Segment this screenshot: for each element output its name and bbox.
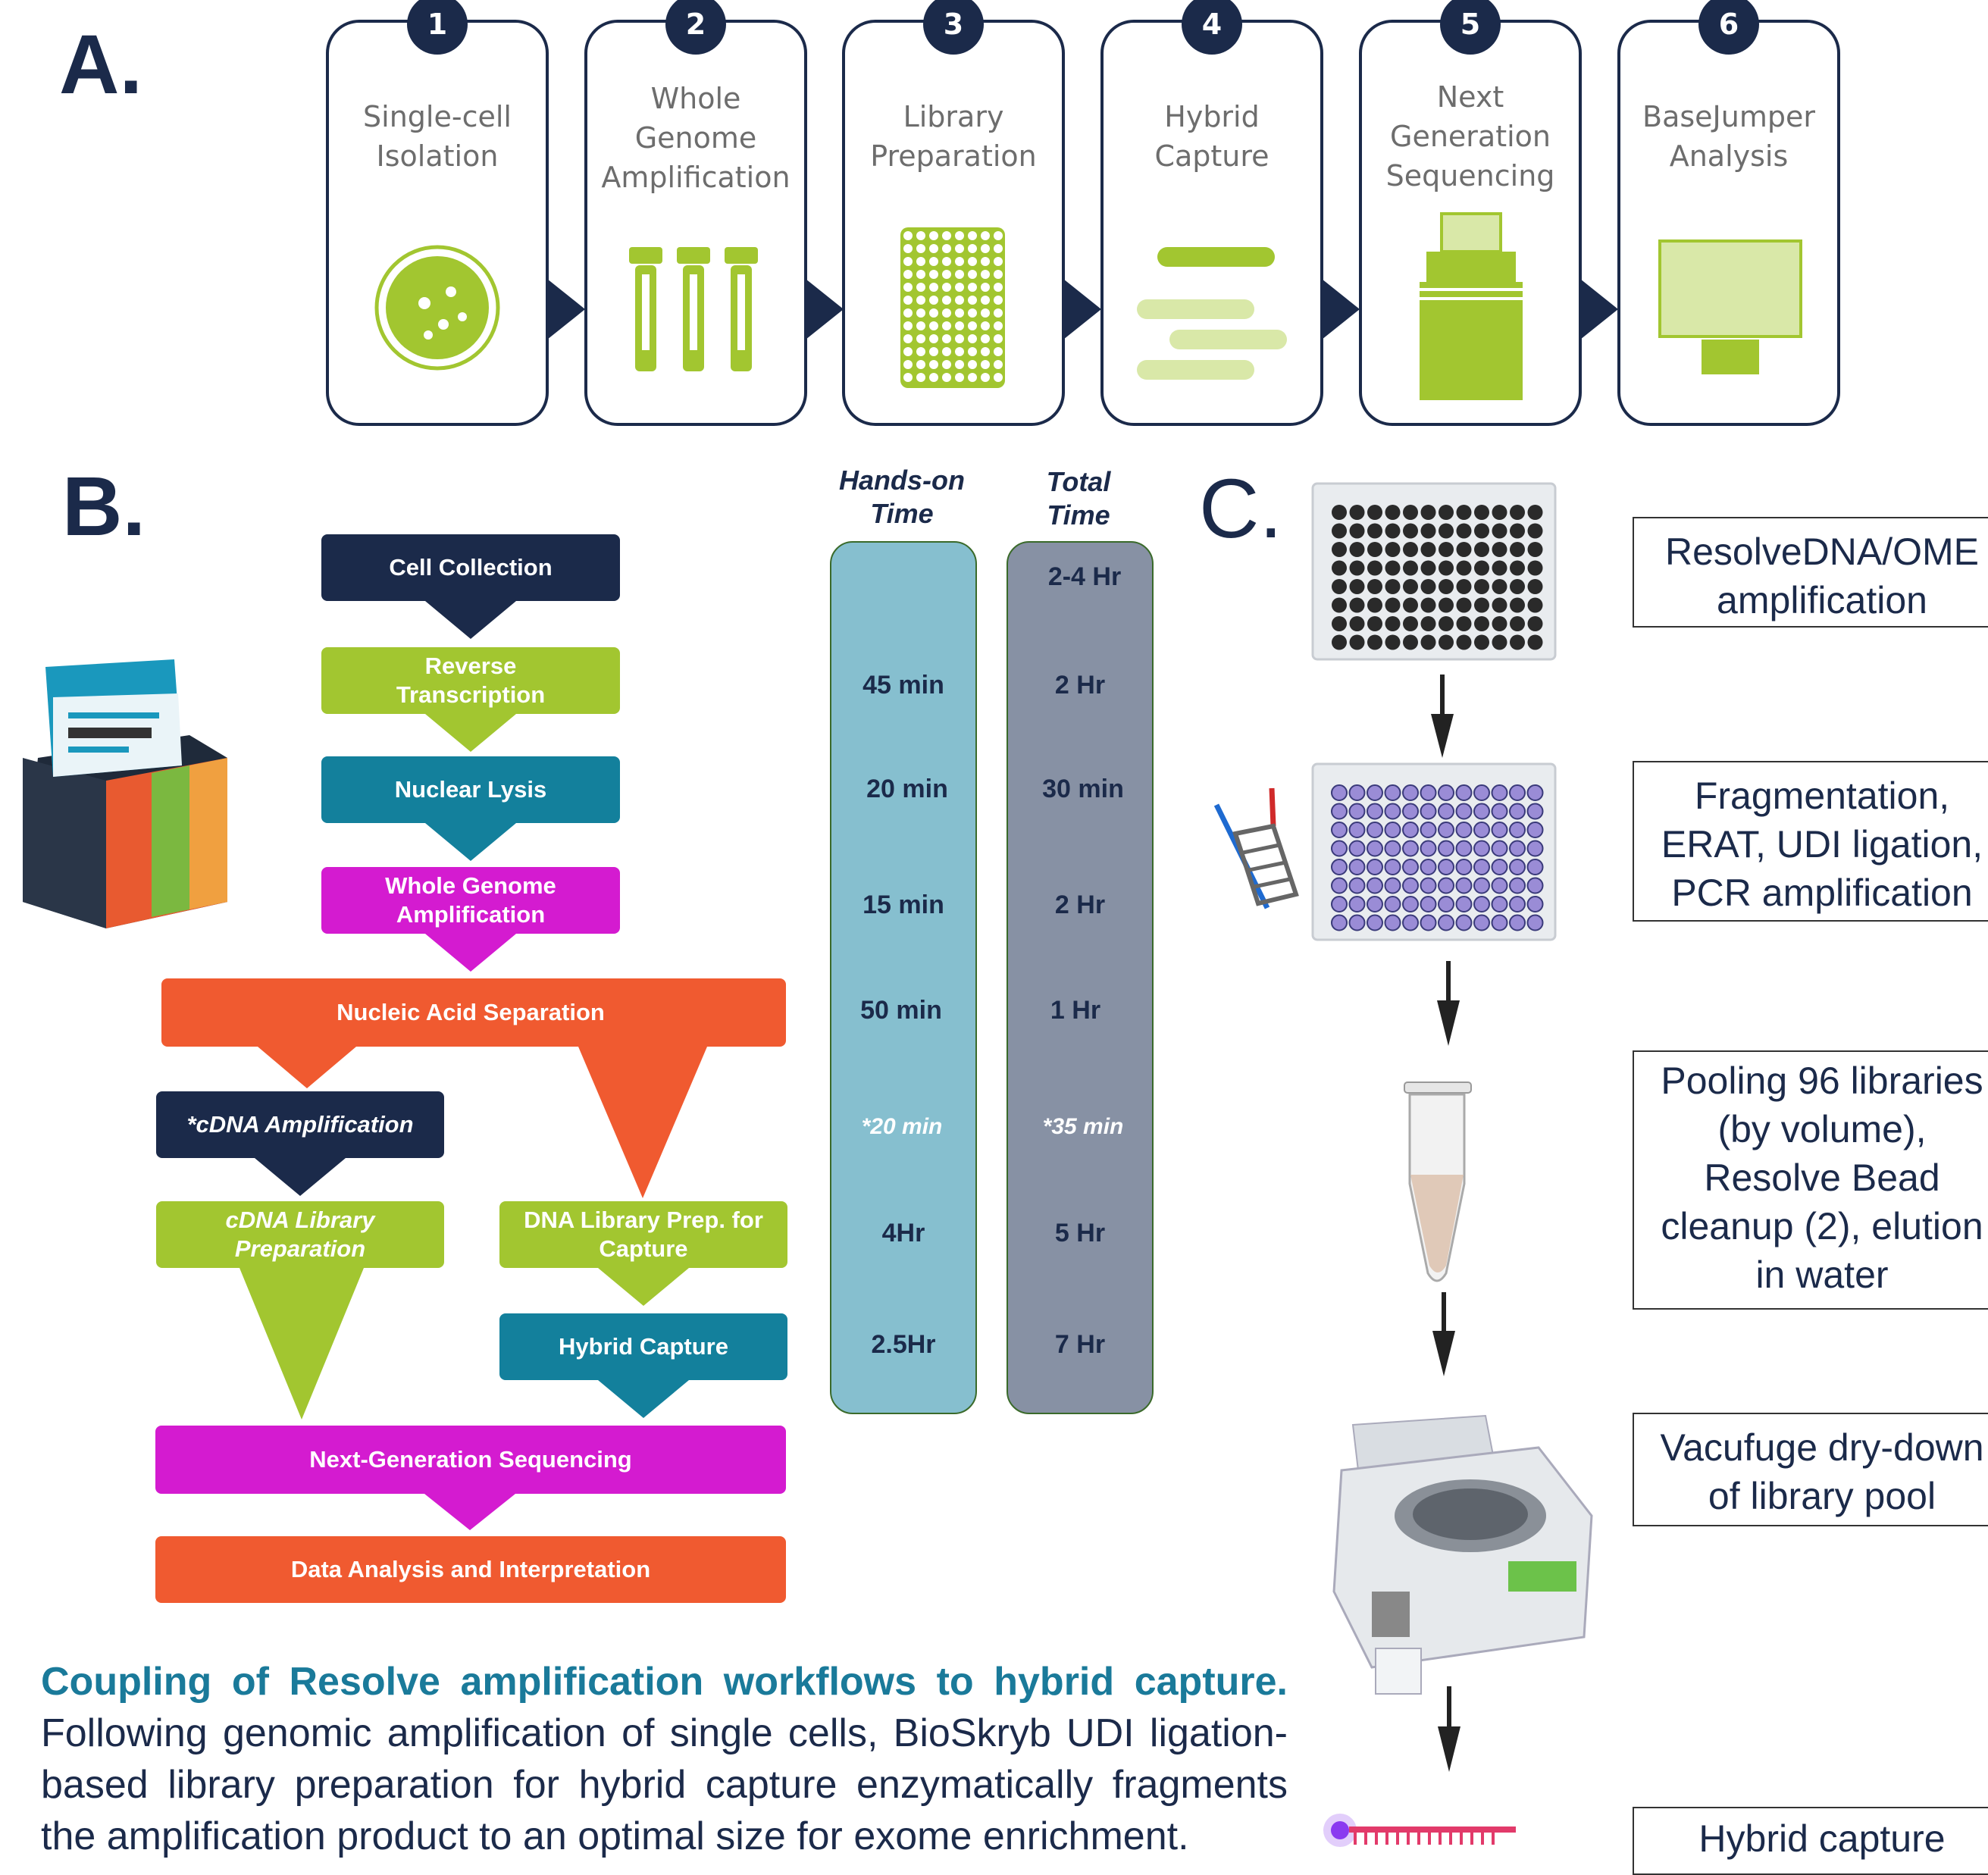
tubes-icon [629, 247, 758, 371]
step-label-4: Hybrid Capture [1154, 100, 1270, 173]
arrow-down-icon [1437, 961, 1460, 1046]
sequencer-icon [1420, 212, 1523, 400]
box-cell-collection: Cell Collection [389, 554, 553, 581]
multichannel-pipette-icon [1213, 787, 1299, 909]
cell-icon [374, 245, 500, 371]
box-hybrid-capture: Hybrid Capture [559, 1333, 728, 1360]
total-time-value: 2 Hr [1054, 671, 1106, 700]
total-time-value: 30 min [1042, 775, 1124, 803]
hands-on-time-value: 2.5Hr [871, 1330, 936, 1359]
total-time-value: 2-4 Hr [1047, 562, 1122, 591]
caption-body: Following genomic amplification of singl… [41, 1711, 1288, 1858]
step-box-hybrid-capture: Hybrid capture [1633, 1807, 1988, 1875]
box-cdna-amplification: *cDNA Amplification [186, 1111, 414, 1138]
box-nuclear-lysis: Nuclear Lysis [394, 776, 547, 803]
step-box-pooling: Pooling 96 libraries (by volume), Resolv… [1633, 1050, 1988, 1310]
hands-on-time-value: 4Hr [881, 1219, 925, 1247]
arrow-down-icon [1431, 675, 1454, 758]
step-box-resolve-amplification: ResolveDNA/OME amplification [1633, 517, 1988, 628]
hands-on-time-value: 20 min [866, 775, 948, 803]
box-dna-library-prep: DNA Library Prep. for Capture [524, 1207, 763, 1262]
hands-on-time-value: 50 min [860, 996, 942, 1025]
plate-icon [900, 227, 1005, 388]
vacufuge-icon [1332, 1414, 1593, 1695]
hands-on-time-value: 45 min [863, 671, 944, 700]
step-label-3: Library Preparation [870, 100, 1037, 173]
step-number-6: 6 [1718, 8, 1739, 41]
step-label-2: Whole Genome Amplification [601, 82, 791, 194]
panel-c-letter: C. [1199, 462, 1282, 556]
total-time-value: 7 Hr [1054, 1330, 1106, 1359]
capture-probe-icon [1323, 1814, 1516, 1847]
step-label-6: BaseJumper Analysis [1642, 100, 1815, 173]
hands-on-time-column [830, 541, 977, 1414]
hands-on-time-value: 15 min [863, 891, 944, 919]
box-next-generation-sequencing: Next-Generation Sequencing [309, 1446, 632, 1473]
arrow-5-6 [1580, 279, 1618, 340]
step-number-5: 5 [1460, 8, 1481, 41]
plate-96-dark-icon [1311, 482, 1557, 661]
arrow-2-3 [806, 279, 844, 340]
caption-title: Coupling of Resolve amplification workfl… [41, 1660, 1288, 1704]
workflow-flowchart [155, 534, 787, 1603]
total-time-value: *35 min [1042, 1114, 1124, 1139]
capture-bars-icon [1137, 247, 1287, 380]
figure-caption: Coupling of Resolve amplification workfl… [41, 1656, 1288, 1862]
microcentrifuge-tube-icon [1404, 1081, 1472, 1282]
box-data-analysis: Data Analysis and Interpretation [290, 1556, 651, 1582]
box-whole-genome-amplification: Whole Genome Amplification [385, 872, 556, 928]
arrow-down-icon [1432, 1292, 1455, 1376]
total-time-title: Total Time [1046, 466, 1111, 531]
hands-on-time-value: *20 min [861, 1114, 943, 1139]
arrow-1-2 [547, 279, 585, 340]
panel-c-illustrations [1213, 482, 1593, 1847]
step-number-3: 3 [943, 8, 964, 41]
total-time-column [1007, 541, 1154, 1414]
step-number-2: 2 [685, 8, 706, 41]
panel-a-letter: A. [59, 18, 142, 111]
panel-b-letter: B. [62, 460, 146, 553]
arrow-4-5 [1322, 279, 1360, 340]
total-time-value: 1 Hr [1050, 996, 1101, 1025]
box-reverse-transcription: Reverse Transcription [396, 653, 546, 708]
box-cdna-library-preparation: cDNA Library Preparation [225, 1207, 375, 1262]
step-box-vacufuge: Vacufuge dry-down of library pool [1633, 1413, 1988, 1526]
step-box-fragmentation: Fragmentation, ERAT, UDI ligation, PCR a… [1633, 761, 1988, 922]
hands-on-time-title: Hands-on Time [839, 465, 965, 529]
resolveome-kit-image [23, 659, 227, 928]
total-time-value: 2 Hr [1054, 891, 1106, 919]
total-time-value: 5 Hr [1054, 1219, 1106, 1247]
step-number-4: 4 [1201, 8, 1223, 41]
monitor-icon [1658, 239, 1802, 374]
step-label-5: Next Generation Sequencing [1385, 80, 1555, 193]
workflow-steps-graphic [326, 0, 1840, 426]
box-nucleic-acid-separation: Nucleic Acid Separation [337, 999, 605, 1025]
arrow-3-4 [1063, 279, 1101, 340]
step-label-1: Single-cell Isolation [363, 100, 512, 173]
arrow-down-icon [1438, 1686, 1460, 1772]
plate-96-purple-icon [1311, 762, 1557, 941]
step-number-1: 1 [427, 8, 448, 41]
